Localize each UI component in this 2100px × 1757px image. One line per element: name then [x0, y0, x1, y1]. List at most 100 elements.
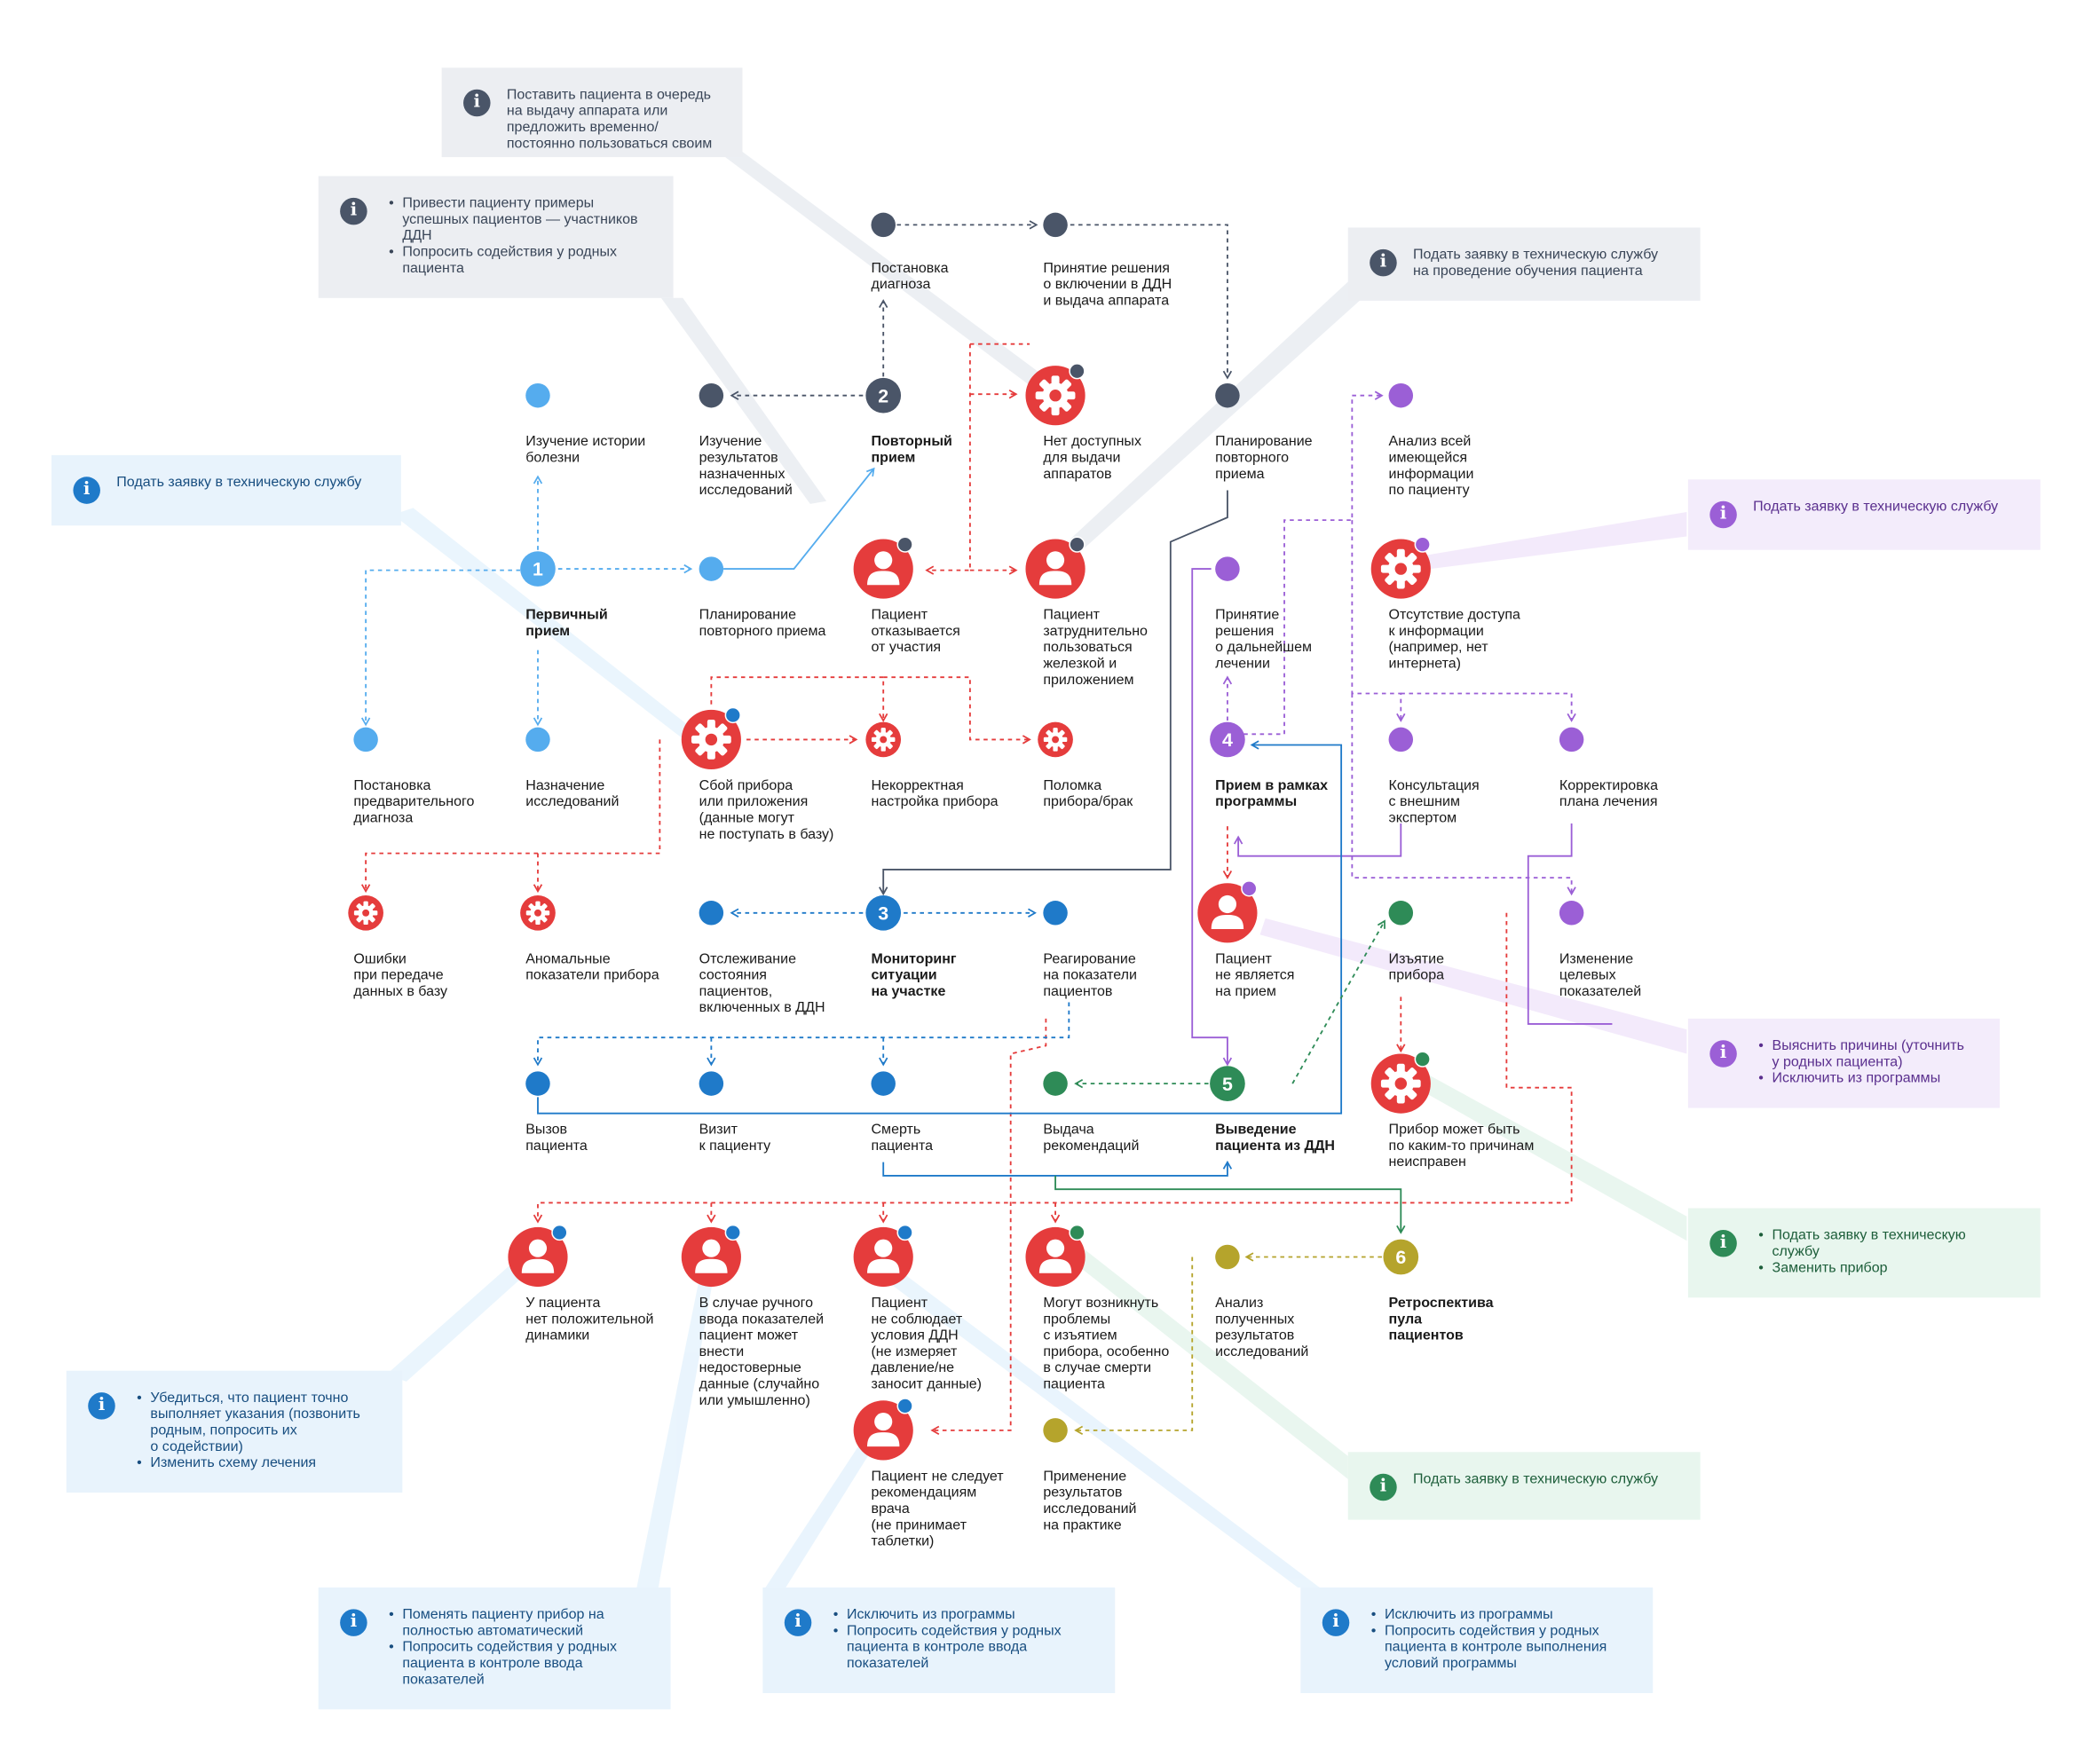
node-label-line: пациентов — [1043, 983, 1113, 1000]
status-badge — [724, 706, 741, 724]
process-node — [353, 727, 378, 752]
node-label-line: (данные могут — [699, 809, 794, 827]
info-icon: i — [73, 477, 100, 504]
node-label-line: Постановка — [871, 260, 949, 277]
patient-issue-node — [1197, 880, 1258, 943]
node-label-line: Постановка — [353, 777, 431, 794]
node-label-line: ситуации — [871, 966, 937, 984]
process-node — [525, 1071, 550, 1096]
node-label-line: настройка прибора — [871, 793, 999, 810]
note-text: Подать заявку в техническуюслужбуЗаменит… — [1758, 1227, 1966, 1276]
process-node — [1043, 1418, 1068, 1443]
note-bullet-line: о содействии) — [150, 1438, 243, 1455]
node-label-line: Мониторинг — [871, 950, 957, 967]
note-bullet-line: пациента в контроле ввода — [847, 1638, 1028, 1656]
process-node — [1043, 1071, 1068, 1096]
node-label-line: аппаратов — [1043, 466, 1112, 483]
node-label-line: информации — [1388, 466, 1474, 483]
status-badge — [1414, 1051, 1431, 1068]
node-label-line: прибора, особенно — [1043, 1343, 1170, 1360]
note-bullet-line: Попросить содействия у родных — [1384, 1622, 1599, 1639]
note-line: на проведение обучения пациента — [1413, 263, 1643, 280]
node-label-line: динамики — [525, 1327, 590, 1344]
node-label-line: данные (случайно — [699, 1375, 820, 1393]
node-label-line: Реагирование — [1043, 950, 1136, 967]
note-bullet-line: Выяснить причины (уточнить — [1772, 1037, 1964, 1054]
node-label-line: диагноза — [353, 809, 414, 827]
node-label-line: прибора/брак — [1043, 793, 1133, 810]
node-label-line: не поступать в базу) — [699, 826, 834, 843]
step-node-4: 4 — [1210, 721, 1245, 758]
status-badge — [724, 1224, 741, 1241]
note-bullet-line: службу — [1772, 1243, 1820, 1260]
node-label-line: на показатели — [1043, 966, 1138, 984]
node-label-line: прием — [871, 449, 916, 467]
note-bullet-line: Подать заявку в техническую — [1772, 1226, 1966, 1244]
node-label-line: исследований — [1215, 1343, 1309, 1360]
node-label-line: пациента — [525, 1138, 588, 1154]
node-label-line: рекомендаций — [1043, 1138, 1140, 1154]
node-label-line: целевых — [1559, 966, 1616, 984]
process-node — [1388, 382, 1414, 408]
status-badge — [1241, 880, 1258, 897]
note-bullet-line: пациента в контроле ввода — [402, 1655, 583, 1672]
node-label-line: прибора — [1388, 966, 1445, 984]
step-number: 1 — [533, 557, 543, 580]
note-line: предложить временно/ — [506, 119, 659, 136]
node-label-line: результатов — [1043, 1484, 1123, 1501]
note-bullet-line: Попросить содействия у родных — [402, 1638, 618, 1656]
note-bullet-line: полностью автоматический — [402, 1622, 584, 1639]
note-bullet-line: Заменить прибор — [1772, 1259, 1888, 1276]
step-number: 5 — [1221, 1072, 1233, 1095]
device-issue-node — [1025, 363, 1086, 426]
note-line: Подать заявку в техническую службу — [1413, 246, 1659, 264]
node-label-line: Могут возникнуть — [1043, 1295, 1159, 1312]
node-label-line: Пациент не следует — [871, 1468, 1004, 1485]
status-badge — [1069, 1224, 1086, 1241]
node-label-line: приема — [1215, 466, 1265, 483]
node-label-line: рекомендациям — [871, 1484, 977, 1501]
node-label-line: повторного приема — [699, 623, 826, 640]
note-bullet: Исключить из программы — [833, 1606, 1062, 1622]
node-label-line: включенных в ДДН — [699, 999, 825, 1016]
process-node — [699, 556, 724, 581]
patient-issue-node — [681, 1224, 741, 1288]
note-bullet-line: у родных пациента) — [1772, 1053, 1903, 1070]
node-label-line: давление/не — [871, 1359, 955, 1376]
note-bullet-line: Поменять пациенту прибор на — [402, 1606, 604, 1623]
device-issue-node — [348, 894, 383, 931]
device-issue-node — [520, 894, 556, 931]
patient-issue-node — [1025, 1224, 1086, 1288]
info-icon: i — [1322, 1609, 1350, 1636]
node-label-line: исследований — [699, 482, 793, 499]
node-label-line: Планирование — [699, 606, 797, 624]
links-program — [1191, 390, 1613, 1067]
node-label-line: не является — [1215, 966, 1295, 984]
node-label-line: (например, нет — [1388, 639, 1488, 656]
note-bullet-line: пациента — [402, 260, 464, 277]
note-bullet-line: показателей — [847, 1655, 929, 1672]
note-bullets: Исключить из программыПопросить содейств… — [1371, 1606, 1607, 1671]
node-label-line: Консультация — [1388, 777, 1480, 794]
node-label-line: показатели прибора — [525, 966, 659, 984]
